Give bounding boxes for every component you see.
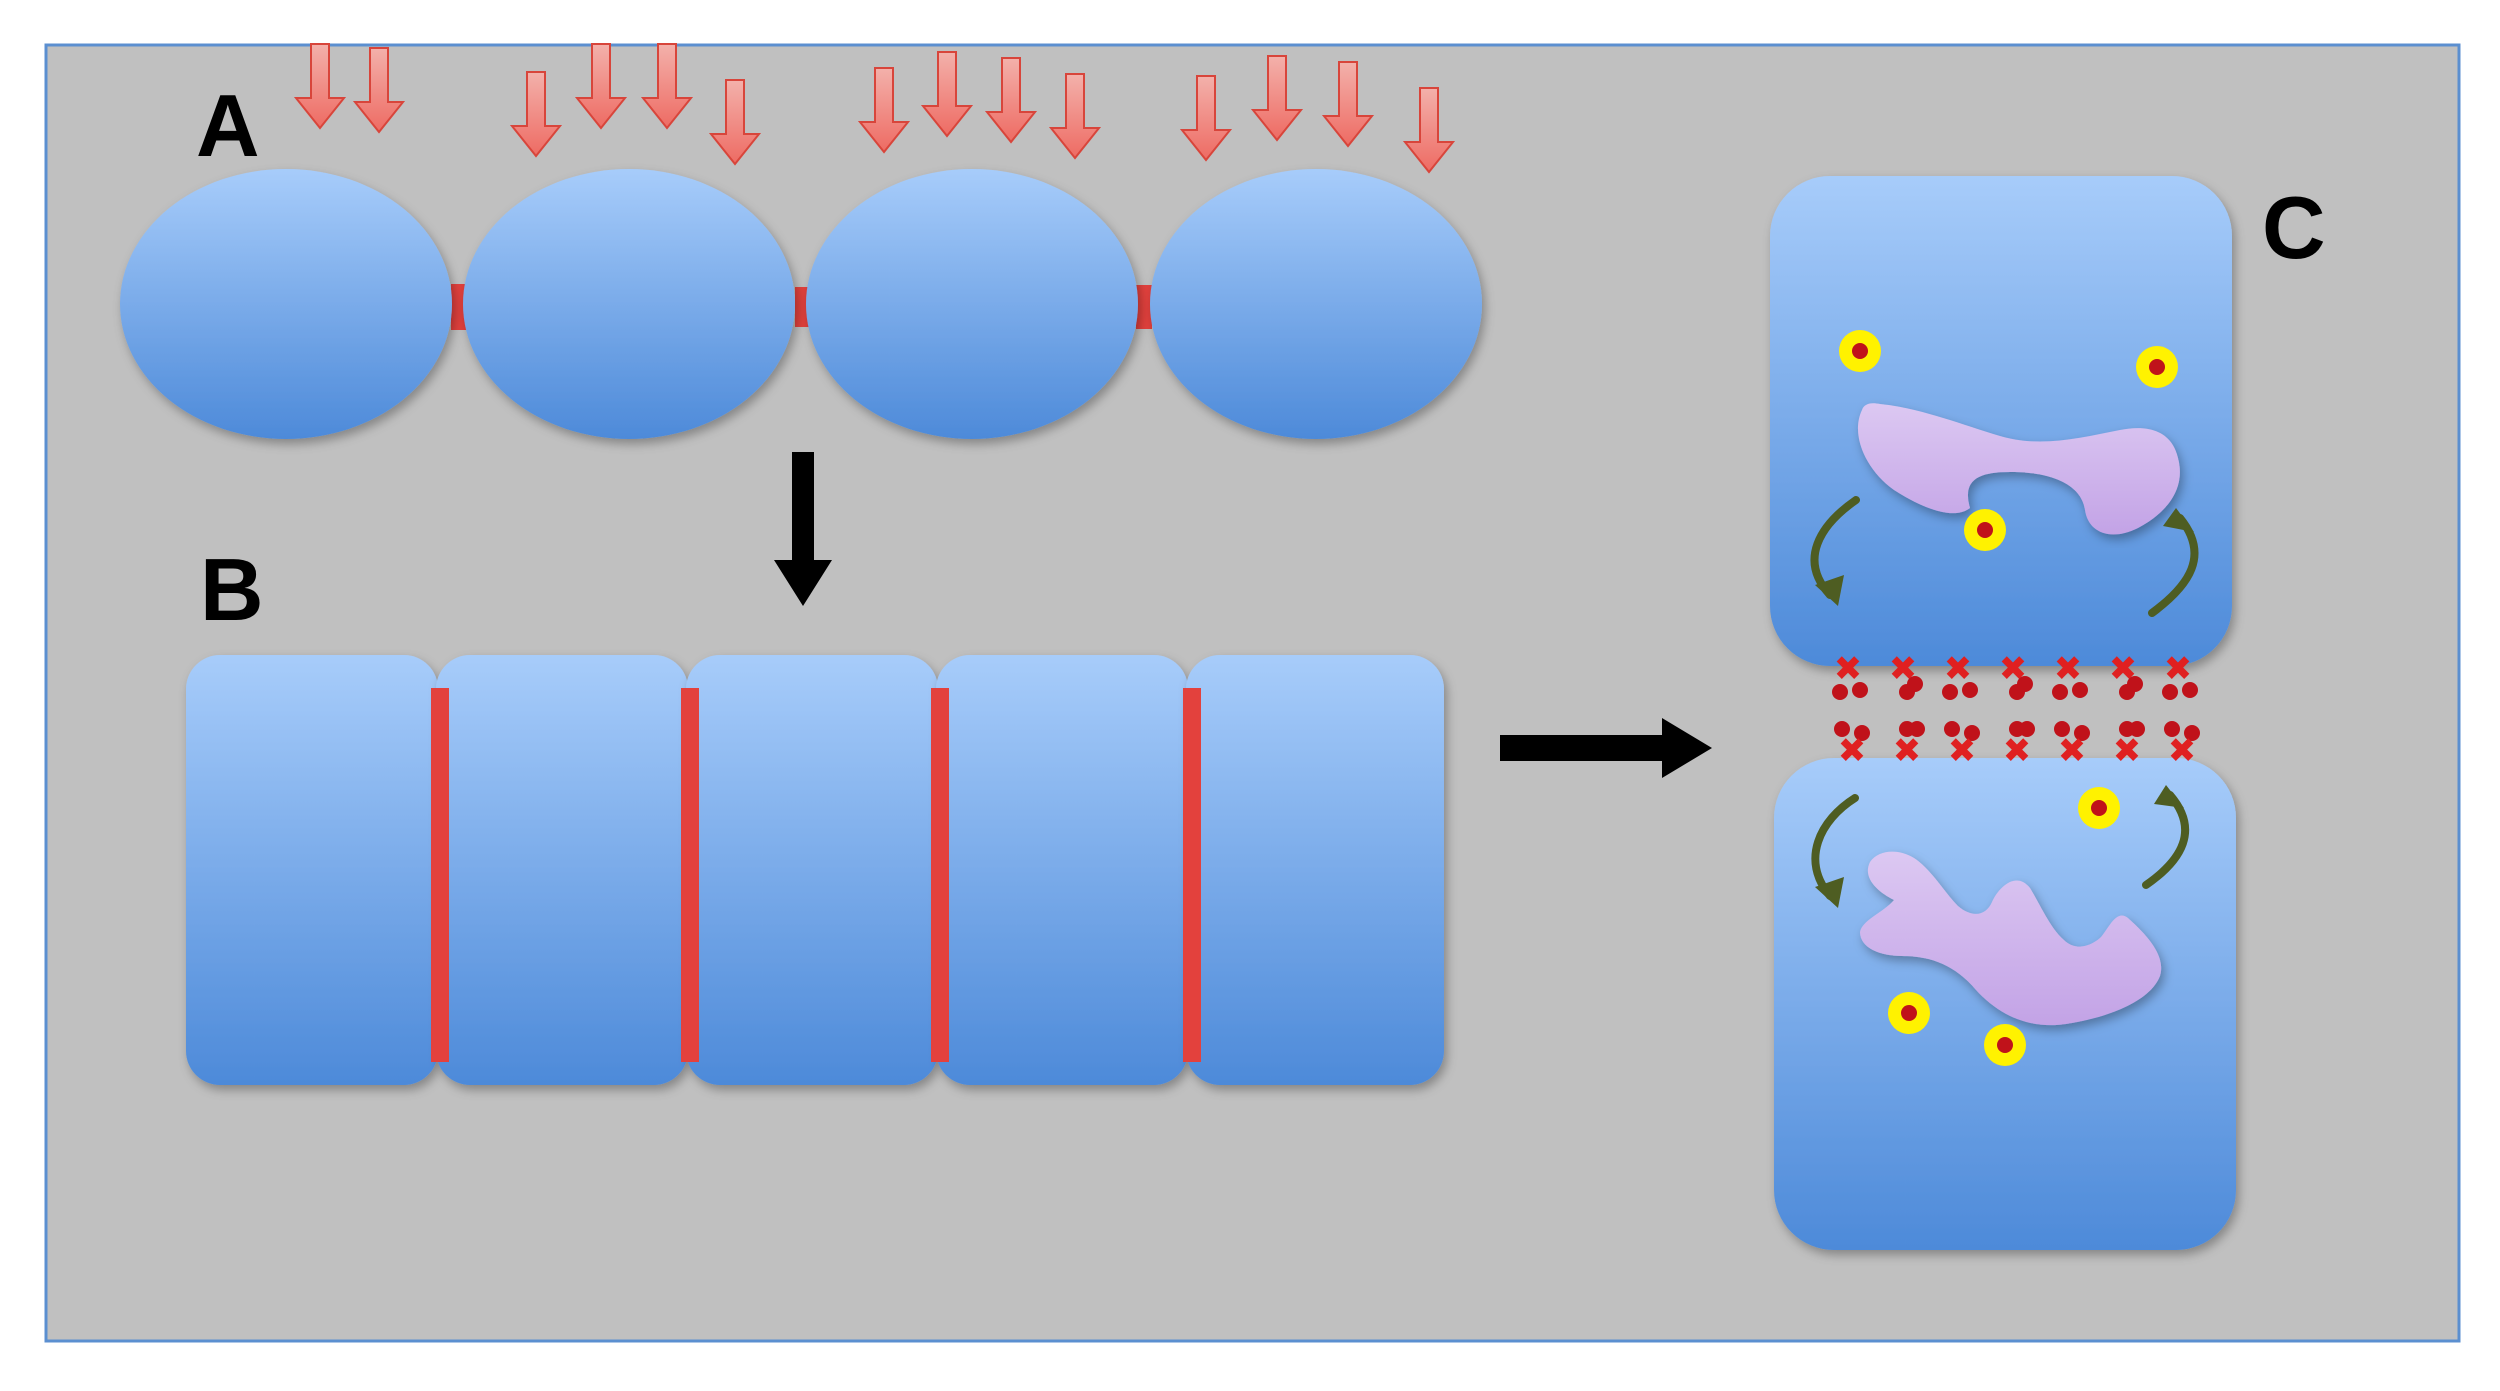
protein-blob-icon [1860, 851, 2162, 1026]
ion-dot-icon [1888, 992, 1930, 1034]
junction-line [431, 688, 449, 1062]
rectangular-cell [686, 655, 938, 1085]
panel-b: B [186, 540, 1444, 1085]
x-mark-icon: ✖ [1893, 731, 1922, 771]
panel-a-cells [120, 169, 1482, 439]
panel-a-label: A [196, 76, 260, 175]
junction-line [1183, 688, 1201, 1062]
ion-dot-icon [2078, 787, 2120, 829]
ion-dot-icon [2136, 346, 2178, 388]
ion-dot-icon [1854, 725, 1870, 741]
ion-dot-icon [2054, 721, 2070, 737]
panel-a-junctions [451, 284, 1152, 330]
panel-c: C [1770, 176, 2326, 1250]
panel-c-label: C [2262, 178, 2326, 277]
ion-dot-icon [2129, 721, 2145, 737]
x-mark-icon: ✖ [1944, 649, 1973, 689]
rectangular-cell [1186, 655, 1444, 1085]
round-cell [463, 169, 795, 439]
ion-dot-icon [1964, 509, 2006, 551]
x-mark-icon: ✖ [2164, 649, 2193, 689]
panel-a: A [120, 43, 1482, 439]
curved-arrow-icon [1810, 496, 1860, 606]
x-mark-icon: ✖ [2113, 731, 2142, 771]
ion-dot-icon [2072, 682, 2088, 698]
x-mark-icon: ✖ [2054, 649, 2083, 689]
ion-dot-icon [2017, 676, 2033, 692]
down-arrow-icon [774, 452, 832, 606]
ions-bottom-cell [1888, 787, 2120, 1066]
ion-dot-icon [2019, 721, 2035, 737]
curved-arrow-icon [2142, 785, 2190, 889]
ion-dot-icon [2162, 684, 2178, 700]
ion-dot-icon [2182, 682, 2198, 698]
ion-dot-icon [1962, 682, 1978, 698]
round-cell [120, 169, 452, 439]
junction-line [681, 688, 699, 1062]
protein-blob-icon [1857, 403, 2180, 535]
ion-dot-icon [1944, 721, 1960, 737]
panel-b-label: B [200, 540, 264, 639]
x-mark-icon: ✖ [1838, 731, 1867, 771]
rectangular-cell [936, 655, 1188, 1085]
ions-top-cell [1839, 330, 2178, 551]
panel-b-cells [186, 655, 1444, 1085]
ion-dot-icon [1964, 725, 1980, 741]
panel-b-junctions [431, 688, 1201, 1062]
x-mark-icon: ✖ [2003, 731, 2032, 771]
ion-dot-icon [1852, 682, 1868, 698]
ion-dot-icon [2164, 721, 2180, 737]
recycle-arrows [1810, 496, 2199, 908]
ion-dot-icon [1832, 684, 1848, 700]
rectangular-cell [186, 655, 438, 1085]
junction-marker [795, 287, 809, 327]
x-mark-icon: ✖ [1834, 649, 1863, 689]
ion-dot-icon [1907, 676, 1923, 692]
ion-dot-icon [1942, 684, 1958, 700]
x-mark-icon: ✖ [2168, 731, 2197, 771]
curved-arrow-icon [2148, 508, 2199, 617]
ion-dot-icon [1909, 721, 1925, 737]
ion-dot-icon [1984, 1024, 2026, 1066]
round-cell [806, 169, 1138, 439]
ion-dot-icon [1839, 330, 1881, 372]
ion-dot-icon [1834, 721, 1850, 737]
junction-gap-markers: ✖✖✖✖✖✖✖✖✖✖✖✖✖✖ [1832, 649, 2200, 771]
junction-line [931, 688, 949, 1062]
rectangular-cell [436, 655, 688, 1085]
top-cell [1770, 176, 2232, 666]
right-arrow-icon [1500, 718, 1712, 778]
round-cell [1150, 169, 1482, 439]
junction-marker [451, 284, 467, 330]
curved-arrow-icon [1811, 794, 1859, 908]
ion-dot-icon [2184, 725, 2200, 741]
x-mark-icon: ✖ [2058, 731, 2087, 771]
ion-dot-icon [2052, 684, 2068, 700]
x-mark-icon: ✖ [1948, 731, 1977, 771]
ion-dot-icon [2074, 725, 2090, 741]
junction-marker [1136, 285, 1152, 329]
ion-dot-icon [2127, 676, 2143, 692]
